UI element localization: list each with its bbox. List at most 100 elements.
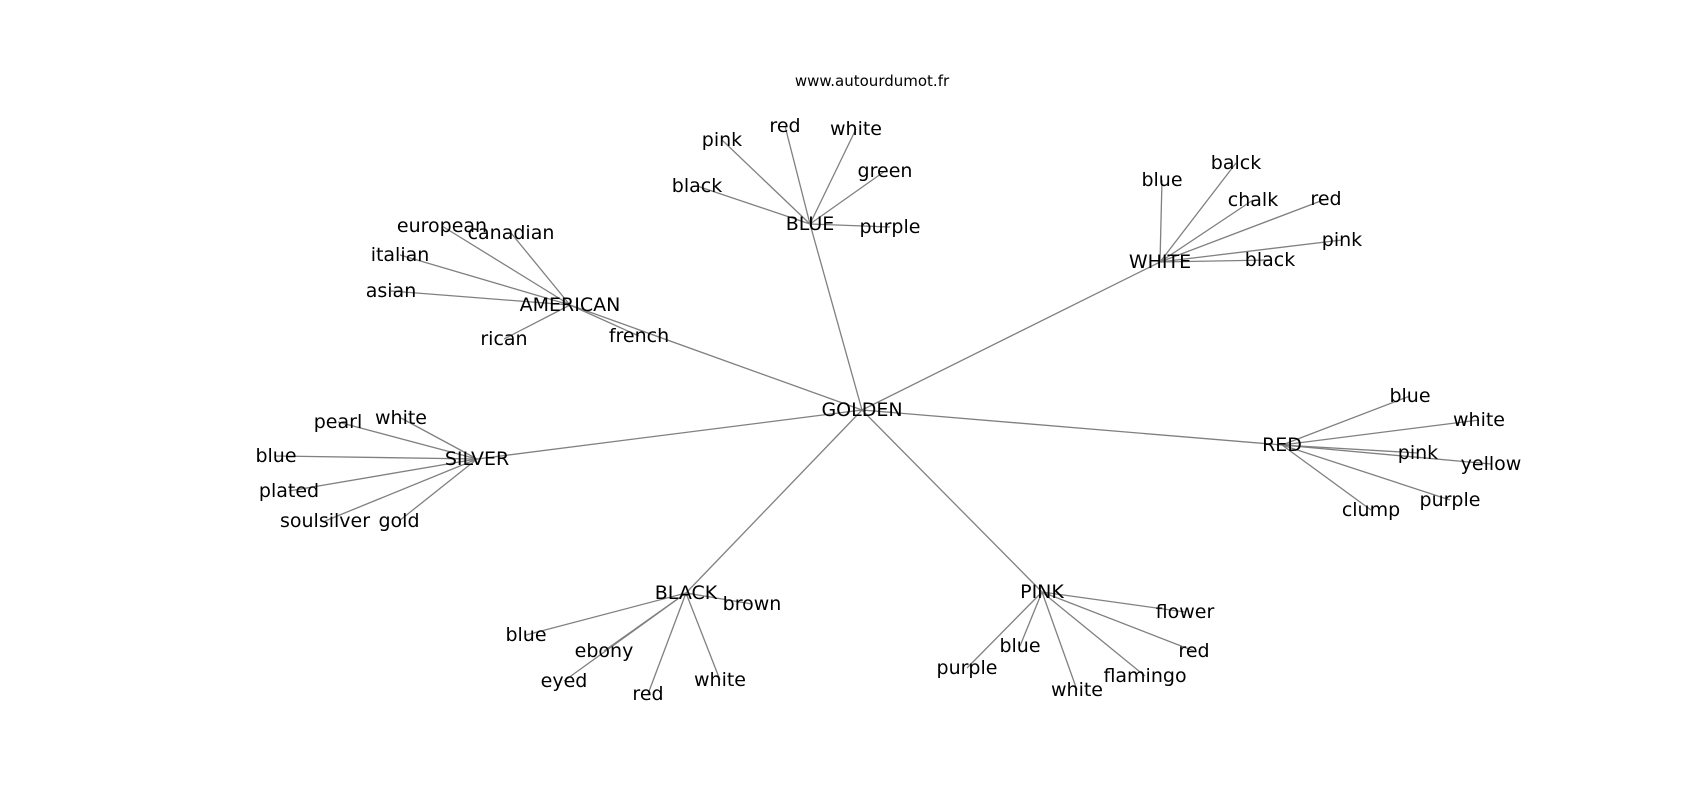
root-node-label: GOLDEN <box>821 399 902 421</box>
edge-root-american <box>569 304 863 411</box>
edge-pink-purple <box>966 591 1043 669</box>
leaf-node-label: clump <box>1342 499 1400 521</box>
leaf-node-label: black <box>672 175 722 197</box>
edge-blue-red <box>784 125 811 225</box>
edge-red-blue <box>1281 395 1411 446</box>
leaf-node-label: white <box>1051 679 1103 701</box>
edge-american-french <box>569 304 640 337</box>
leaf-node-label: white <box>830 118 882 140</box>
edge-silver-plated <box>288 458 478 492</box>
edge-silver-blue <box>275 455 478 460</box>
hub-node-label: PINK <box>1020 581 1064 603</box>
edge-black-white <box>685 592 721 681</box>
edge-pink-red <box>1041 591 1195 652</box>
edge-pink-flower <box>1041 591 1186 613</box>
leaf-node-label: flamingo <box>1103 665 1186 687</box>
edge-root-blue <box>809 223 863 411</box>
edge-red-clump <box>1281 444 1372 511</box>
leaf-node-label: italian <box>371 244 430 266</box>
edge-blue-green <box>809 170 886 225</box>
hub-node-label: BLUE <box>786 213 835 235</box>
leaf-node-label: purple <box>1420 489 1481 511</box>
leaf-node-label: white <box>375 407 427 429</box>
edge-black-blue <box>525 592 687 636</box>
leaf-node-label: purple <box>937 657 998 679</box>
hub-node-label: RED <box>1262 434 1302 456</box>
leaf-node-label: pink <box>702 129 742 151</box>
leaf-node-label: eyed <box>541 670 588 692</box>
leaf-node-label: asian <box>366 280 417 302</box>
leaf-node-label: gold <box>378 510 419 532</box>
edge-american-asian <box>390 290 571 306</box>
edge-root-black <box>685 409 863 594</box>
edge-red-white <box>1281 419 1480 446</box>
edge-root-pink <box>861 409 1043 593</box>
leaf-node-label: blue <box>1389 385 1430 407</box>
leaf-node-label: soulsilver <box>280 510 370 532</box>
leaf-node-label: blue <box>505 624 546 646</box>
edge-white-chalk <box>1159 199 1254 263</box>
leaf-node-label: white <box>1453 409 1505 431</box>
edge-blue-white <box>809 128 857 225</box>
hub-node-label: AMERICAN <box>520 294 621 316</box>
leaf-node-label: pink <box>1398 442 1438 464</box>
edge-root-red <box>861 409 1283 446</box>
leaf-node-label: black <box>1245 249 1295 271</box>
leaf-node-label: ebony <box>575 640 634 662</box>
leaf-node-label: pink <box>1322 229 1362 251</box>
edge-american-italian <box>399 254 571 306</box>
leaf-node-label: red <box>1178 640 1209 662</box>
edge-white-pink <box>1159 239 1343 263</box>
edge-blue-pink <box>721 139 811 225</box>
leaf-node-label: french <box>609 325 669 347</box>
edge-red-yellow <box>1281 444 1492 465</box>
leaf-node-label: rican <box>480 328 527 350</box>
leaf-node-label: blue <box>1141 169 1182 191</box>
leaf-node-label: pearl <box>314 411 362 433</box>
edge-red-pink <box>1281 444 1419 454</box>
edge-black-brown <box>685 592 753 605</box>
edge-pink-blue <box>1019 591 1043 647</box>
edge-blue-black <box>696 185 811 225</box>
edge-silver-soulsilver <box>324 458 478 522</box>
hub-node-label: WHITE <box>1129 251 1191 273</box>
leaf-node-label: white <box>694 669 746 691</box>
leaf-node-label: red <box>632 683 663 705</box>
leaf-node-label: blue <box>999 635 1040 657</box>
edge-american-canadian <box>510 232 571 306</box>
leaf-node-label: balck <box>1211 152 1261 174</box>
edge-black-red <box>647 592 687 695</box>
edge-root-silver <box>476 409 863 460</box>
hub-node-label: BLACK <box>655 582 718 604</box>
edge-white-black <box>1159 259 1271 263</box>
leaf-node-label: purple <box>860 216 921 238</box>
edge-white-blue <box>1159 179 1163 263</box>
leaf-node-label: red <box>769 115 800 137</box>
leaf-node-label: plated <box>259 480 319 502</box>
edge-silver-gold <box>398 458 478 522</box>
edge-red-purple <box>1281 444 1451 501</box>
edge-silver-pearl <box>337 421 478 460</box>
leaf-node-label: chalk <box>1228 189 1278 211</box>
leaf-node-label: flower <box>1156 601 1215 623</box>
leaf-node-label: brown <box>723 593 782 615</box>
leaf-node-label: blue <box>255 445 296 467</box>
leaf-node-label: red <box>1310 188 1341 210</box>
hub-node-label: SILVER <box>445 448 509 470</box>
edge-blue-purple <box>809 223 891 228</box>
edge-white-red <box>1159 198 1327 263</box>
edge-pink-flamingo <box>1041 591 1146 677</box>
leaf-node-label: green <box>858 160 913 182</box>
edge-american-rican <box>503 304 571 340</box>
edge-silver-white <box>400 417 478 460</box>
leaf-node-label: canadian <box>468 222 555 244</box>
edge-root-white <box>861 261 1161 411</box>
source-caption: www.autourdumot.fr <box>794 72 950 90</box>
leaf-node-label: european <box>397 215 487 237</box>
edge-white-balck <box>1159 162 1237 263</box>
edge-pink-white <box>1041 591 1078 691</box>
leaf-node-label: yellow <box>1461 453 1522 475</box>
graph-edges <box>275 125 1492 695</box>
